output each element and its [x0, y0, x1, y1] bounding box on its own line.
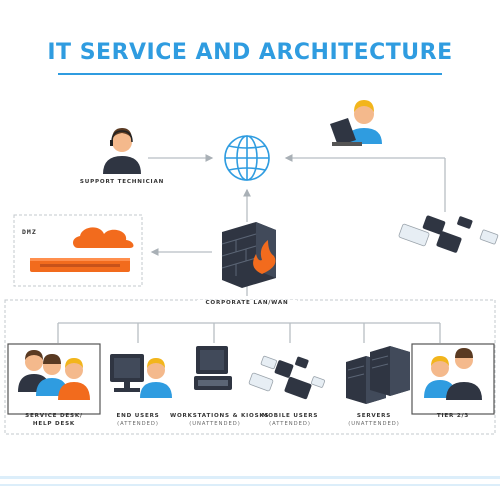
service-desk-label-line1: SERVICE DESK/	[25, 413, 83, 419]
dmz-box	[13, 214, 143, 287]
workstations-sub: (UNATTENDED)	[189, 421, 241, 427]
group-headset-icon	[18, 350, 90, 400]
lan-bus	[57, 322, 441, 343]
corporate-lan-label: CORPORATE LAN/WAN	[197, 300, 297, 307]
footer-bar	[0, 476, 500, 479]
server-towers-icon	[346, 346, 410, 404]
tier-frame	[411, 343, 495, 415]
cloud-icon	[73, 227, 134, 248]
group-headset-icon	[424, 348, 482, 400]
devices-icon	[398, 215, 499, 253]
service-desk-label-line2: HELP DESK	[32, 421, 76, 427]
globe-icon	[224, 135, 270, 181]
end-users-sub: (ATTENDED)	[117, 421, 159, 427]
footer-bar-secondary	[0, 484, 500, 486]
laptop-user-icon	[330, 100, 382, 146]
title-underline	[58, 73, 442, 75]
end-users-label: END USERS	[116, 413, 160, 419]
page-title: IT SERVICE AND ARCHITECTURE	[47, 40, 453, 65]
servers-label: SERVERS	[356, 413, 392, 419]
mobile-devices-icon	[248, 355, 325, 400]
mobile-users-label: MOBILE USERS	[261, 413, 319, 419]
servers-sub: (UNATTENDED)	[348, 421, 400, 427]
support-technician-label: SUPPORT TECHNICIAN	[79, 179, 165, 185]
dmz-label: DMZ	[22, 228, 37, 236]
desktop-user-icon	[110, 354, 172, 398]
mobile-users-sub: (ATTENDED)	[269, 421, 311, 427]
firewall-icon	[221, 222, 276, 288]
workstation-icon	[194, 346, 232, 390]
workstations-label: WORKSTATIONS & KIOSKS	[170, 413, 270, 419]
connectors	[148, 154, 446, 296]
tier-label: TIER 2/3	[436, 413, 470, 419]
headset-person-icon	[103, 128, 141, 174]
